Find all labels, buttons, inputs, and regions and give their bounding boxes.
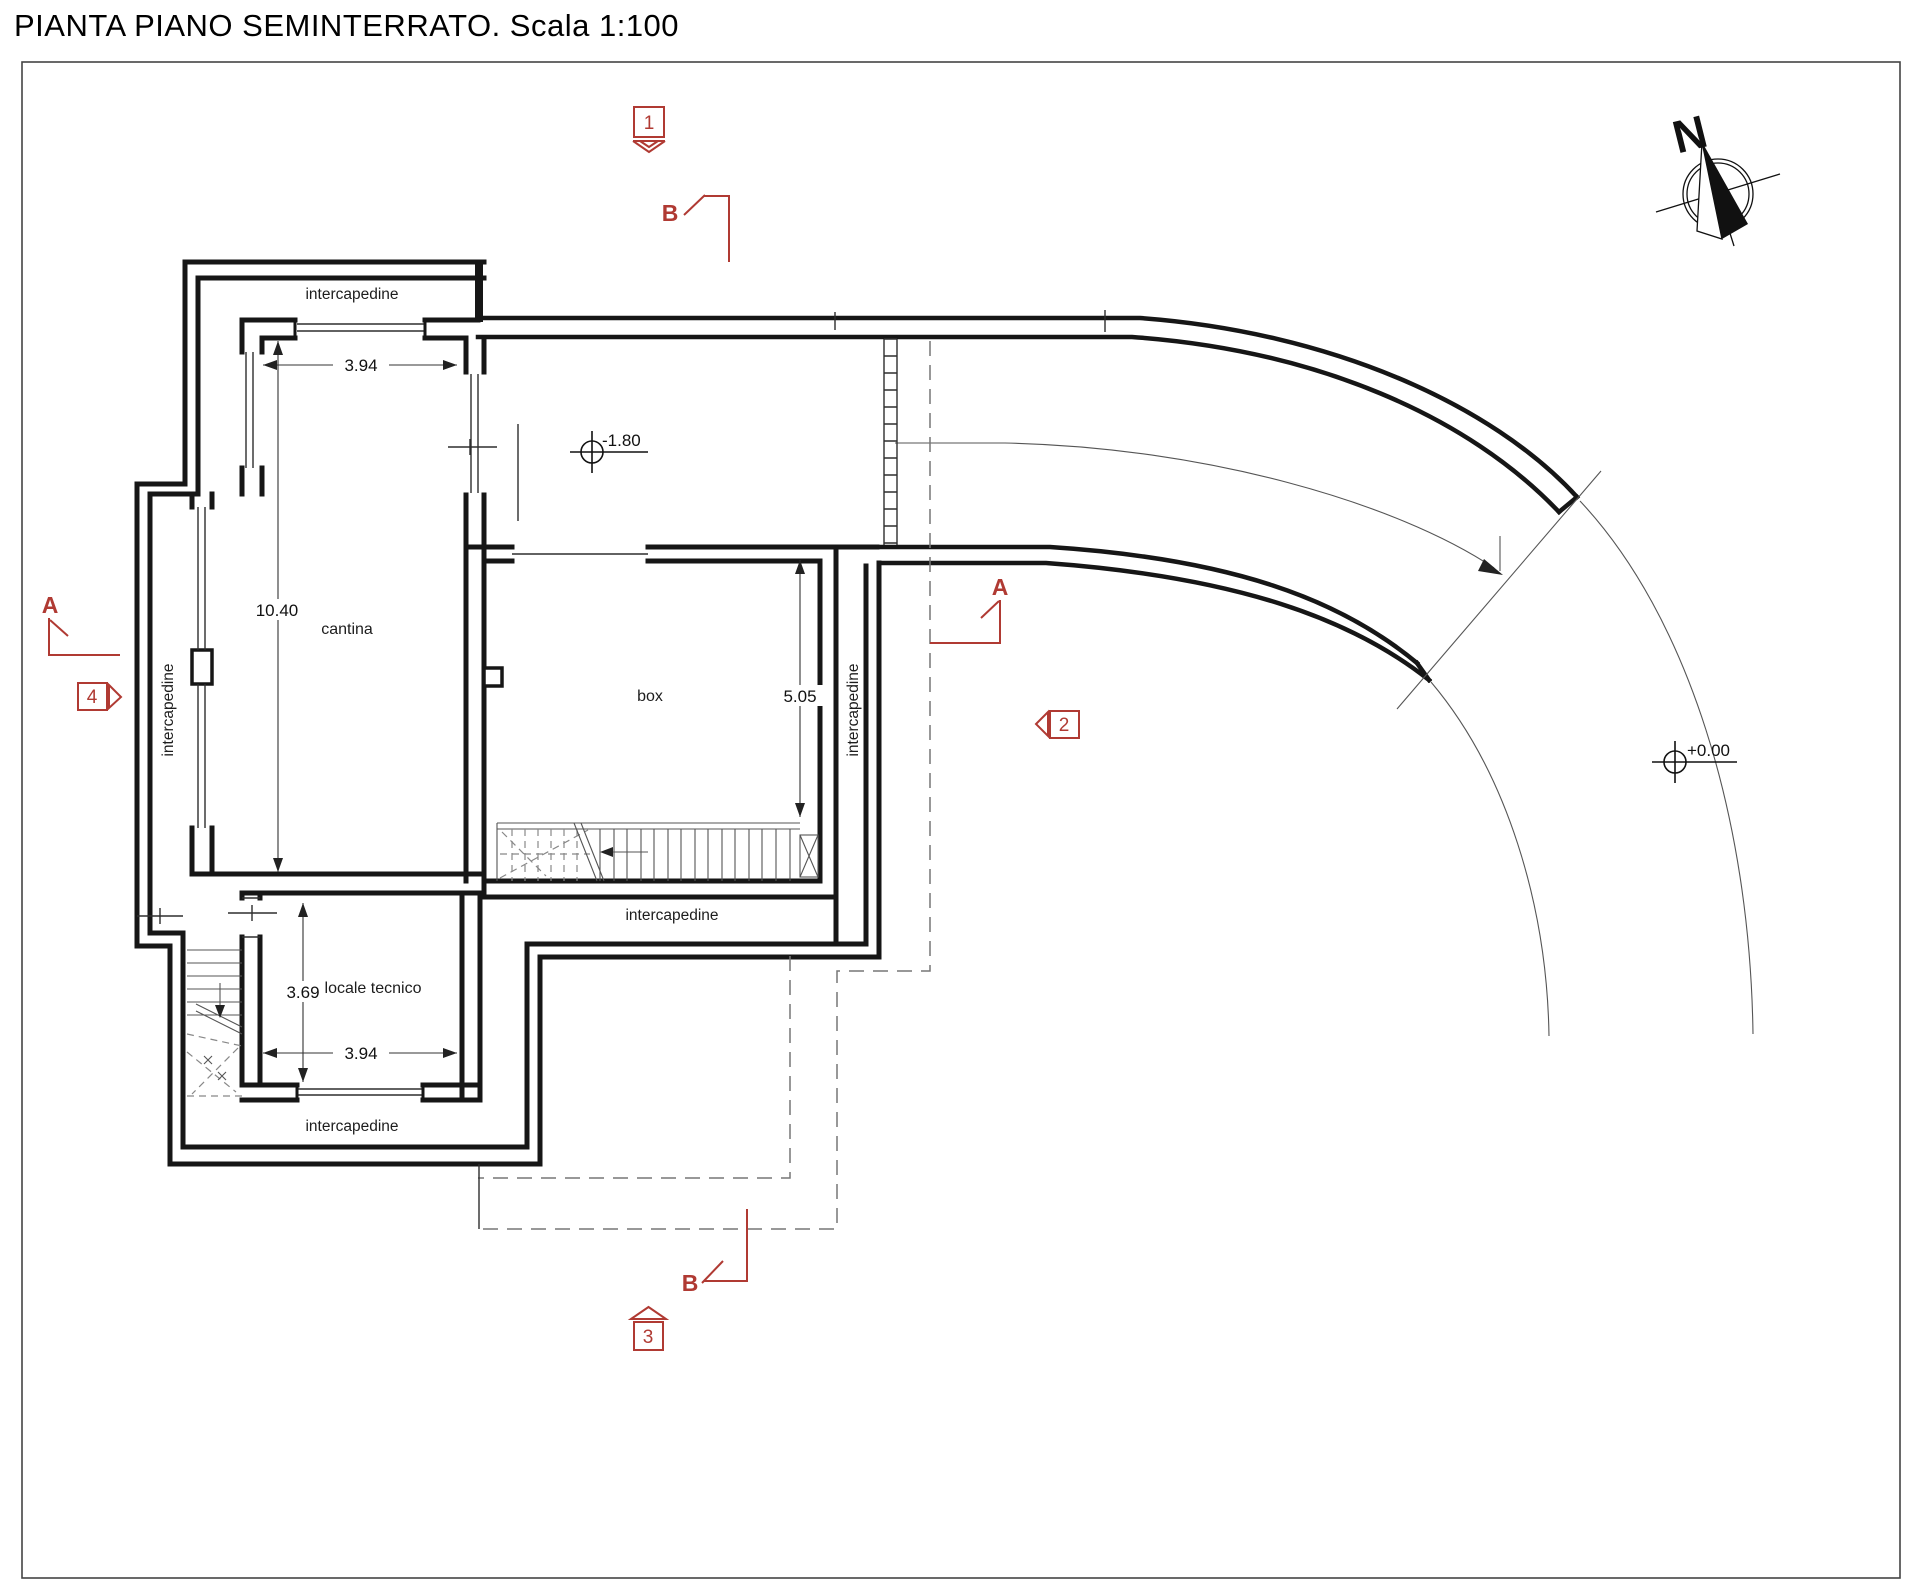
view-marker-2: 2 xyxy=(1034,709,1080,739)
label-intercapedine-right: intercapedine xyxy=(845,663,862,756)
dim-box-length: 5.05 xyxy=(783,687,816,706)
view-marker-3: 3 xyxy=(627,1305,670,1351)
ramp-walls xyxy=(475,310,1581,684)
inner-walls xyxy=(189,317,880,1103)
garage-door xyxy=(883,338,898,545)
compass-needle-dark xyxy=(1702,142,1748,239)
dim-cantina-length: 10.40 xyxy=(256,601,299,620)
stairs-winder xyxy=(186,949,243,1097)
label-intercapedine-left: intercapedine xyxy=(160,663,177,756)
section-marker-a-right: A xyxy=(930,574,1009,644)
level-basement-value: -1.80 xyxy=(602,431,641,450)
dim-locale-width: 3.94 xyxy=(344,1044,377,1063)
section-marker-b-bottom: B xyxy=(682,1209,748,1296)
dimension-cantina-length: 10.40 xyxy=(246,341,309,872)
windows xyxy=(197,318,479,1102)
label-locale-tecnico: locale tecnico xyxy=(325,980,422,997)
dashed-projection xyxy=(478,341,931,1230)
dimension-locale-length: 3.69 xyxy=(276,903,330,1082)
label-intercapedine-top: intercapedine xyxy=(305,286,398,303)
compass-needle-light xyxy=(1696,141,1723,240)
label-cantina: cantina xyxy=(321,621,373,638)
driveway-centerline xyxy=(895,442,1503,575)
section-a-right-letter: A xyxy=(992,574,1009,600)
label-intercapedine-bottom: intercapedine xyxy=(305,1118,398,1135)
view-marker-3-number: 3 xyxy=(643,1327,654,1348)
dimension-box-length: 5.05 xyxy=(773,560,827,817)
door-swing-lines xyxy=(137,424,519,924)
view-marker-2-number: 2 xyxy=(1059,715,1070,736)
view-marker-4: 4 xyxy=(77,682,123,711)
level-marker-street: +0.00 xyxy=(1652,741,1737,783)
plan-title: PIANTA PIANO SEMINTERRATO. Scala 1:100 xyxy=(14,8,680,43)
dimension-locale-width: 3.94 xyxy=(263,1042,457,1063)
room-labels: intercapedine intercapedine intercapedin… xyxy=(160,286,862,1135)
section-b-bottom-letter: B xyxy=(682,1270,699,1296)
section-b-top-letter: B xyxy=(662,200,679,226)
view-marker-4-number: 4 xyxy=(87,687,98,708)
dim-locale-length: 3.69 xyxy=(286,983,319,1002)
sheet-border xyxy=(21,61,1901,1579)
label-intercapedine-middle: intercapedine xyxy=(625,907,718,924)
outer-walls xyxy=(134,259,882,1167)
level-street-value: +0.00 xyxy=(1687,741,1730,760)
section-marker-a-left: A xyxy=(42,592,120,656)
north-compass: N xyxy=(1655,105,1781,247)
view-marker-1-number: 1 xyxy=(644,113,655,134)
level-marker-basement: -1.80 xyxy=(570,431,648,473)
label-box: box xyxy=(637,688,663,705)
section-a-left-letter: A xyxy=(42,592,59,618)
stairs-box xyxy=(496,822,819,882)
section-marker-b-top: B xyxy=(662,194,730,262)
compass-north-letter: N xyxy=(1667,105,1712,163)
road-lines xyxy=(1396,470,1754,1037)
dimension-cantina-width: 3.94 xyxy=(263,354,457,375)
dim-cantina-width: 3.94 xyxy=(344,356,377,375)
view-marker-1: 1 xyxy=(632,106,666,154)
